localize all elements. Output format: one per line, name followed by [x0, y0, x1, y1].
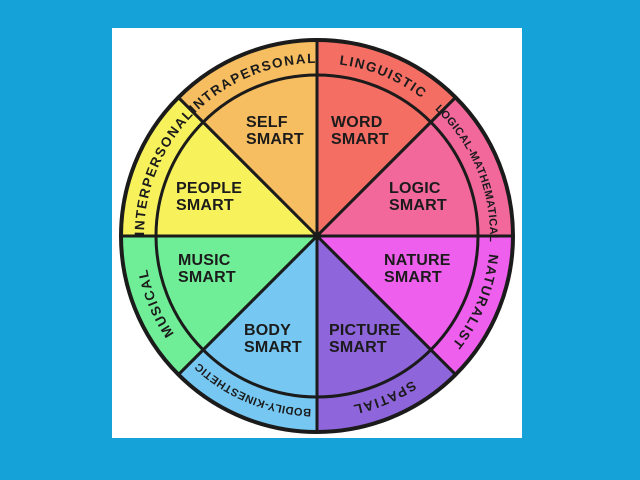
smart-label-self: SELF SMART [246, 114, 304, 148]
smart-label-body: BODY SMART [244, 322, 302, 356]
smart-label-word: WORD SMART [331, 114, 389, 148]
smart-label-picture-line1: PICTURE [329, 322, 401, 339]
smart-label-word-line2: SMART [331, 131, 389, 148]
smart-label-nature: NATURE SMART [384, 252, 451, 286]
smart-label-self-line2: SMART [246, 131, 304, 148]
smart-label-people-line2: SMART [176, 197, 234, 214]
smart-label-music: MUSIC SMART [178, 252, 236, 286]
smart-label-people: PEOPLE SMART [176, 180, 242, 214]
smart-label-logic: LOGIC SMART [389, 180, 447, 214]
smart-label-picture: PICTURE SMART [329, 322, 401, 356]
smart-label-word-line1: WORD [331, 114, 383, 131]
intelligence-wheel: LINGUISTIC LOGICAL-MATHEMATICAL NATURALI… [119, 38, 515, 434]
smart-label-body-line1: BODY [244, 322, 292, 339]
smart-label-picture-line2: SMART [329, 339, 387, 356]
smart-label-body-line2: SMART [244, 339, 302, 356]
smart-label-people-line1: PEOPLE [176, 180, 243, 197]
image-panel: LINGUISTIC LOGICAL-MATHEMATICAL NATURALI… [112, 28, 522, 438]
inner-ring-line [154, 73, 480, 399]
smart-label-nature-line2: SMART [384, 269, 442, 286]
smart-label-logic-line1: LOGIC [389, 180, 441, 197]
smart-label-logic-line2: SMART [389, 197, 447, 214]
outer-circle-border [119, 38, 515, 434]
smart-label-self-line1: SELF [246, 114, 288, 131]
smart-label-music-line2: SMART [178, 269, 236, 286]
smart-label-nature-line1: NATURE [384, 252, 451, 269]
smart-label-music-line1: MUSIC [178, 252, 231, 269]
